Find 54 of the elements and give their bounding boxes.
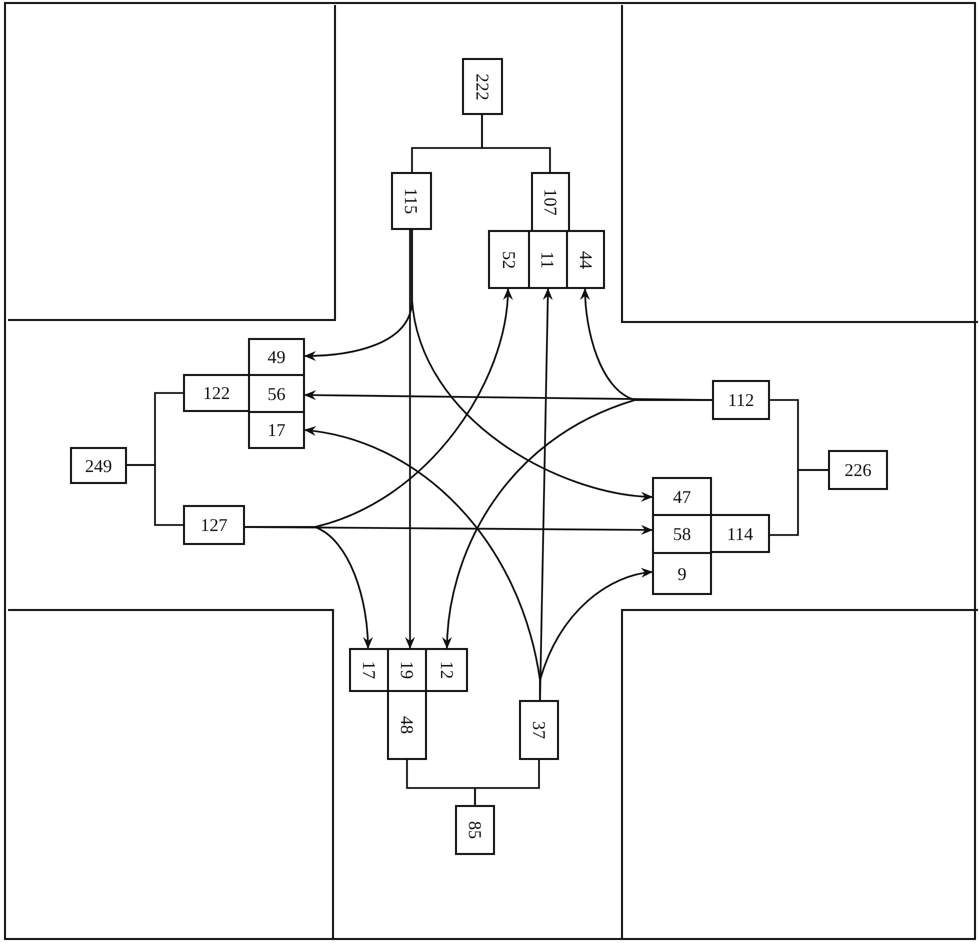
- traffic-count: 17: [268, 421, 286, 439]
- count-box: [828, 450, 888, 490]
- count-box: [248, 338, 305, 376]
- traffic-count: 58: [673, 525, 691, 543]
- flow-arrow: [442, 399, 712, 649]
- traffic-count: 44: [576, 250, 594, 268]
- count-box: [462, 58, 503, 115]
- count-box: [183, 505, 245, 545]
- traffic-count: 49: [268, 348, 286, 366]
- traffic-count: 52: [500, 250, 518, 268]
- traffic-count: 12: [438, 661, 456, 679]
- count-box: [248, 411, 305, 449]
- traffic-count: 222: [474, 73, 492, 100]
- count-box: [387, 690, 427, 760]
- count-box: [566, 230, 605, 289]
- flow-arrow: [245, 526, 373, 649]
- traffic-count: 9: [678, 564, 686, 582]
- count-box: [531, 172, 570, 232]
- count-box: [710, 514, 770, 553]
- traffic-count: 122: [203, 384, 230, 402]
- connector-line: [127, 464, 183, 526]
- traffic-count: 56: [268, 384, 286, 402]
- traffic-count: 114: [726, 524, 754, 542]
- traffic-count: 19: [398, 661, 416, 679]
- count-box: [425, 648, 468, 692]
- count-box: [183, 374, 250, 412]
- flow-arrow: [304, 426, 541, 700]
- count-box: [488, 230, 530, 289]
- count-box: [349, 648, 389, 692]
- traffic-count: 127: [200, 516, 228, 534]
- connector-line: [770, 469, 828, 536]
- traffic-count: 47: [673, 488, 691, 506]
- traffic-count: 37: [530, 721, 548, 739]
- connector-line: [481, 115, 551, 172]
- count-box: [712, 380, 770, 420]
- flow-arrow: [411, 230, 653, 502]
- traffic-count: 115: [402, 188, 420, 214]
- count-box: [652, 552, 712, 595]
- count-box: [455, 805, 495, 855]
- count-box: [391, 172, 432, 230]
- traffic-count: 107: [542, 188, 560, 216]
- count-box: [528, 230, 568, 289]
- traffic-count: 48: [398, 716, 416, 734]
- count-box: [652, 477, 712, 516]
- traffic-count: 249: [85, 456, 112, 474]
- count-box: [70, 447, 127, 484]
- traffic-count: 226: [844, 461, 872, 479]
- traffic-count: 112: [728, 391, 754, 409]
- count-box: [519, 700, 559, 760]
- traffic-count: 17: [360, 661, 378, 679]
- traffic-count: 85: [466, 821, 484, 839]
- traffic-count: 11: [539, 250, 557, 268]
- connector-line: [474, 760, 540, 805]
- flow-arrow: [405, 230, 415, 649]
